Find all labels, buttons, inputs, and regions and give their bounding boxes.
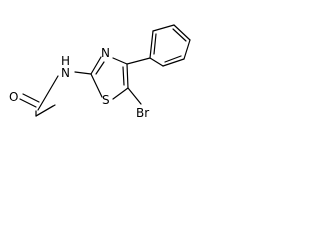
ring-nitrogen-label: N [101,46,110,60]
amide-hydrogen-label: H [61,54,70,68]
phenyl-bond-4 [173,24,191,41]
phenyl-bond-5 [152,24,175,32]
phenyl-bond-1 [149,57,164,67]
oxygen-label: O [9,90,18,104]
phenyl-double-3 [153,33,157,55]
bond-c4-n3 [112,57,128,65]
phenyl-double-2 [172,28,187,42]
bromine-label: Br [136,106,149,120]
bond-c5-c4 [126,63,129,89]
bond-c5-br [127,87,142,105]
amide-nitrogen-label: N [61,66,70,80]
bond-c5-c4-inner [122,66,125,86]
phenyl-bond-6 [149,30,154,59]
bond-n3-c2-inner [95,61,105,75]
bond-c4-phenyl [126,57,151,65]
molecule-structure: O N H N S Br [9,24,191,120]
bond-carbonyl-to-amide-n [35,105,54,117]
bond-n3-c2 [90,56,102,75]
phenyl-bond-2 [162,58,185,67]
bond-amide-n-to-carbonyl [37,75,59,111]
bond-carbonyl-double-a [19,98,37,108]
bond-c2-s1 [90,73,103,98]
bond-amide-n-to-c2 [74,71,92,75]
sulfur-label: S [102,93,110,107]
phenyl-bond-3 [183,39,191,60]
bond-s1-c5 [112,87,129,100]
bond-carbonyl-double-b [22,93,40,103]
phenyl-double-1 [164,55,182,63]
